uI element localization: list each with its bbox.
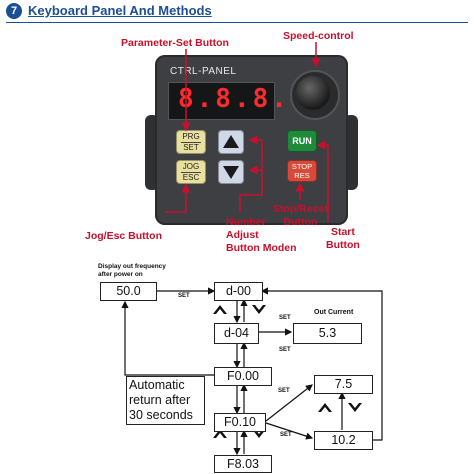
callout-line-jog (165, 183, 191, 213)
box-v102: 10.2 (314, 431, 373, 450)
number-adjust-line-2: Adjust (226, 229, 259, 241)
speed-knob[interactable] (296, 76, 330, 110)
set-label-5: SET (280, 432, 292, 438)
box-f010: F0.10 (214, 413, 266, 432)
auto-return-line-2: return after (129, 393, 191, 407)
prg-set-button[interactable]: PRG SET (176, 130, 206, 154)
box-d00: d-00 (214, 282, 263, 301)
stop-reset-button[interactable]: STOP RES (287, 160, 317, 182)
auto-return-line-3: 30 seconds (129, 408, 193, 422)
auto-return-note: Automatic return after 30 seconds (126, 376, 205, 425)
number-adjust-line-1: Number (226, 216, 266, 228)
jog-label: JOG (182, 162, 200, 171)
jog-esc-divider (181, 172, 201, 173)
callout-speed-control: Speed-control (283, 30, 354, 42)
section-number-badge: 7 (6, 3, 22, 19)
run-button[interactable]: RUN (287, 130, 317, 152)
stop-reset-line-2: Button (283, 216, 318, 228)
section-title: Keyboard Panel And Methods (28, 3, 212, 18)
auto-return-line-1: Automatic (129, 378, 185, 392)
start-line-2: Button (326, 239, 360, 251)
res-label: RES (294, 171, 310, 180)
set-label-3: SET (279, 347, 291, 353)
callout-stop-reset: Stop/Reset Button (273, 203, 328, 229)
stop-label: STOP (291, 162, 313, 171)
set-label: SET (183, 143, 199, 152)
box-freq: 50.0 (100, 282, 157, 301)
prg-label: PRG (182, 132, 200, 141)
callout-line-number (239, 140, 263, 212)
callout-parameter-set: Parameter-Set Button (121, 37, 229, 49)
display-caption-line-2: after power on (98, 271, 143, 278)
box-f000: F0.00 (214, 367, 272, 386)
up-arrow-icon (223, 135, 239, 148)
box-f803: F8.03 (214, 455, 272, 473)
esc-label: ESC (182, 173, 200, 182)
panel-name: CTRL-PANEL (170, 66, 237, 77)
prg-set-divider (181, 142, 201, 143)
out-current-caption: Out Current (314, 309, 354, 316)
stop-reset-line-1: Stop/Reset (273, 203, 328, 215)
set-label-4: SET (278, 388, 290, 394)
callout-start: Start Button (326, 226, 360, 252)
callout-line-start (316, 140, 329, 222)
box-v75: 7.5 (314, 375, 373, 394)
number-adjust-line-3: Button Moden (226, 242, 297, 254)
down-arrow-icon (223, 166, 239, 179)
down-button[interactable] (218, 160, 244, 184)
box-d04: d-04 (214, 323, 259, 344)
led-digits: 8.8.8.8 (178, 84, 309, 114)
callout-jog-esc: Jog/Esc Button (85, 230, 163, 242)
callout-number-adjust: Number Adjust Button Moden (226, 216, 297, 255)
up-button[interactable] (218, 130, 244, 154)
start-line-1: Start (330, 226, 355, 238)
header-divider (6, 22, 468, 23)
set-label-1: SET (178, 293, 190, 299)
set-label-2: SET (279, 315, 291, 321)
display-caption-line-1: Display out frequency (98, 263, 166, 270)
display-frequency-caption: Display out frequency after power on (98, 263, 166, 279)
box-current: 5.3 (293, 323, 362, 344)
jog-esc-button[interactable]: JOG ESC (176, 160, 206, 184)
